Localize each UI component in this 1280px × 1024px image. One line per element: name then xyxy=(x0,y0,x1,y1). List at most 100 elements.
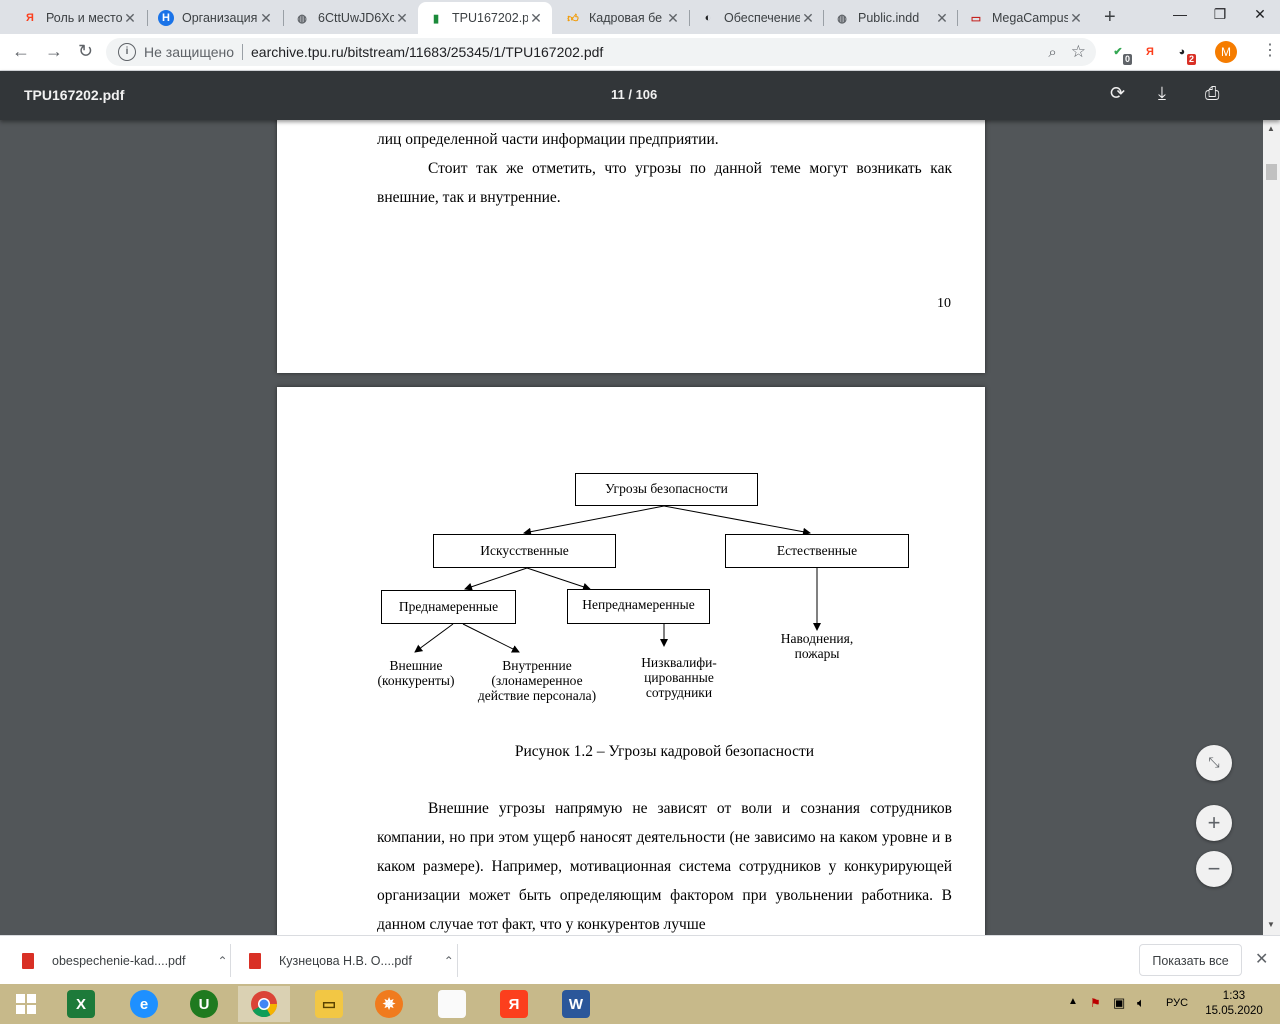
tab-8[interactable]: ▭MegaCampus✕ xyxy=(958,2,1092,34)
shield-extension[interactable]: ✔0 xyxy=(1113,46,1132,65)
diagram-leaf-internal: Внутренние (злонамеренное действие персо… xyxy=(477,658,597,703)
tab-separator xyxy=(823,10,824,26)
menu-icon[interactable]: ⋮ xyxy=(1262,42,1278,59)
print-icon[interactable]: ⎙ xyxy=(1205,83,1220,103)
scroll-up-arrow[interactable]: ▲ xyxy=(1267,124,1275,133)
yandex-icon: Я xyxy=(26,12,34,24)
taskbar-chrome[interactable] xyxy=(238,986,290,1022)
tab-separator xyxy=(689,10,690,26)
address-bar[interactable]: i Не защищено earchive.tpu.ru/bitstream/… xyxy=(106,38,1096,66)
zoom-icon[interactable]: ⌕ xyxy=(1048,43,1057,61)
extension-badge: 2 xyxy=(1186,54,1196,65)
yandex-browser-icon: Я xyxy=(500,990,528,1018)
close-shelf-icon[interactable]: ✕ xyxy=(1255,951,1269,968)
scroll-thumb[interactable] xyxy=(1266,164,1277,180)
network-icon[interactable]: ▣ xyxy=(1113,995,1126,1010)
tray-flag-icon[interactable]: ⚑ xyxy=(1090,996,1101,1010)
close-tab-icon[interactable]: ✕ xyxy=(936,9,948,26)
reload-button[interactable]: ↻ xyxy=(78,41,94,61)
close-tab-icon[interactable]: ✕ xyxy=(1070,9,1082,26)
taskbar-app-orange[interactable]: ✵ xyxy=(363,986,415,1022)
clock-date: 15.05.2020 xyxy=(1205,1005,1263,1017)
yandex-extension[interactable]: Я xyxy=(1146,46,1154,58)
show-all-downloads-button[interactable]: Показать все xyxy=(1139,944,1242,976)
chevron-up-icon[interactable]: ⌃ xyxy=(443,953,454,968)
close-tab-icon[interactable]: ✕ xyxy=(667,9,679,26)
bookmark-star-icon[interactable]: ☆ xyxy=(1070,42,1086,61)
folder-icon: ▭ xyxy=(315,990,343,1018)
new-tab-button[interactable]: + xyxy=(1104,6,1116,28)
taskbar-utorrent[interactable]: U xyxy=(178,986,230,1022)
page-indicator: 11 / 106 xyxy=(611,87,658,102)
start-button[interactable] xyxy=(0,986,52,1022)
info-icon[interactable]: i xyxy=(118,43,136,61)
download-icon[interactable]: ⤓ xyxy=(1158,83,1166,103)
tab-title: MegaCampus xyxy=(992,11,1068,25)
clock-time: 1:33 xyxy=(1222,990,1246,1002)
taskbar-file[interactable] xyxy=(426,986,478,1022)
blank-file-icon xyxy=(438,990,466,1018)
back-button[interactable]: ← xyxy=(12,41,30,61)
diagram-node-root: Угрозы безопасности xyxy=(575,473,758,506)
excel-icon: X xyxy=(67,990,95,1018)
orange-app-icon: ✵ xyxy=(375,990,403,1018)
tab-4[interactable]: ▮TPU167202.p✕ xyxy=(418,2,552,34)
page-paragraph: Внешние угрозы напрямую не зависят от во… xyxy=(377,800,952,933)
browser-toolbar: ← → ↻ i Не защищено earchive.tpu.ru/bits… xyxy=(0,34,1280,71)
diagram-node-intentional: Преднамеренные xyxy=(381,590,516,624)
tab-separator xyxy=(283,10,284,26)
close-tab-icon[interactable]: ✕ xyxy=(124,9,136,26)
tab-6[interactable]: ◐Обеспечение✕ xyxy=(690,2,824,34)
scrollbar[interactable]: ▲ ▼ xyxy=(1263,120,1280,935)
taskbar-ie[interactable]: e xyxy=(118,986,170,1022)
restore-button[interactable]: ❐ xyxy=(1213,6,1227,22)
taskbar-yandex[interactable]: Я xyxy=(488,986,540,1022)
clock[interactable]: 1:33 15.05.2020 xyxy=(1200,989,1268,1019)
close-tab-icon[interactable]: ✕ xyxy=(396,9,408,26)
chrome-icon xyxy=(251,991,278,1018)
diagram-node-unintentional: Непреднамеренные xyxy=(567,589,710,624)
fit-to-page-button[interactable]: ⤡ xyxy=(1196,745,1232,781)
windows-taskbar: X e U ▭ ✵ Я W ▲ ⚑ ▣ 🔈︎ РУС 1:33 15.05.20… xyxy=(0,984,1280,1024)
globe-icon: ◍ xyxy=(837,12,847,25)
taskbar-word[interactable]: W xyxy=(550,986,602,1022)
close-tab-icon[interactable]: ✕ xyxy=(260,9,272,26)
counter-extension[interactable]: ◕2 xyxy=(1178,46,1196,65)
tab-title: Public.indd xyxy=(858,11,920,25)
close-tab-icon[interactable]: ✕ xyxy=(802,9,814,26)
taskbar-explorer[interactable]: ▭ xyxy=(303,986,355,1022)
minimize-button[interactable]: — xyxy=(1173,6,1187,22)
tab-title: TPU167202.p xyxy=(452,11,528,25)
close-window-button[interactable]: ✕ xyxy=(1254,6,1266,22)
diagram-node-artificial: Искусственные xyxy=(433,534,616,568)
tab-7[interactable]: ◍ Public.indd ✕ xyxy=(824,2,958,34)
diagram-node-natural: Естественные xyxy=(725,534,909,568)
download-item[interactable]: Кузнецова Н.В. О....pdf ⌃ xyxy=(249,936,454,985)
zoom-out-button[interactable]: − xyxy=(1196,851,1232,887)
ie-icon: e xyxy=(130,990,158,1018)
word-icon: W xyxy=(562,990,590,1018)
scroll-down-arrow[interactable]: ▼ xyxy=(1267,920,1275,929)
forward-button[interactable]: → xyxy=(45,41,63,61)
globe-icon: ◍ xyxy=(297,12,307,25)
tray-expand-icon[interactable]: ▲ xyxy=(1068,996,1078,1007)
profile-avatar[interactable]: M xyxy=(1215,41,1237,63)
volume-icon[interactable]: 🔈︎ xyxy=(1137,995,1145,1010)
close-tab-icon[interactable]: ✕ xyxy=(530,9,542,26)
download-divider xyxy=(230,944,231,977)
page-paragraph: Стоит так же отметить, что угрозы по дан… xyxy=(377,160,952,206)
taskbar-excel[interactable]: X xyxy=(55,986,107,1022)
download-item[interactable]: obespechenie-kad....pdf ⌃ xyxy=(22,936,228,985)
tab-title: 6CttUwJD6Xc xyxy=(318,11,394,25)
tab-3[interactable]: ◍ 6CttUwJD6Xc✕ xyxy=(284,2,418,34)
rotate-icon[interactable]: ⟳ xyxy=(1110,83,1126,103)
language-indicator[interactable]: РУС xyxy=(1166,997,1189,1009)
tab-title: Обеспечение xyxy=(724,11,800,25)
pdf-file-icon xyxy=(22,952,34,969)
tab-5[interactable]: 👍︎Кадровая бе✕ xyxy=(555,2,689,34)
zoom-in-button[interactable]: + xyxy=(1196,805,1232,841)
chevron-up-icon[interactable]: ⌃ xyxy=(217,953,228,968)
